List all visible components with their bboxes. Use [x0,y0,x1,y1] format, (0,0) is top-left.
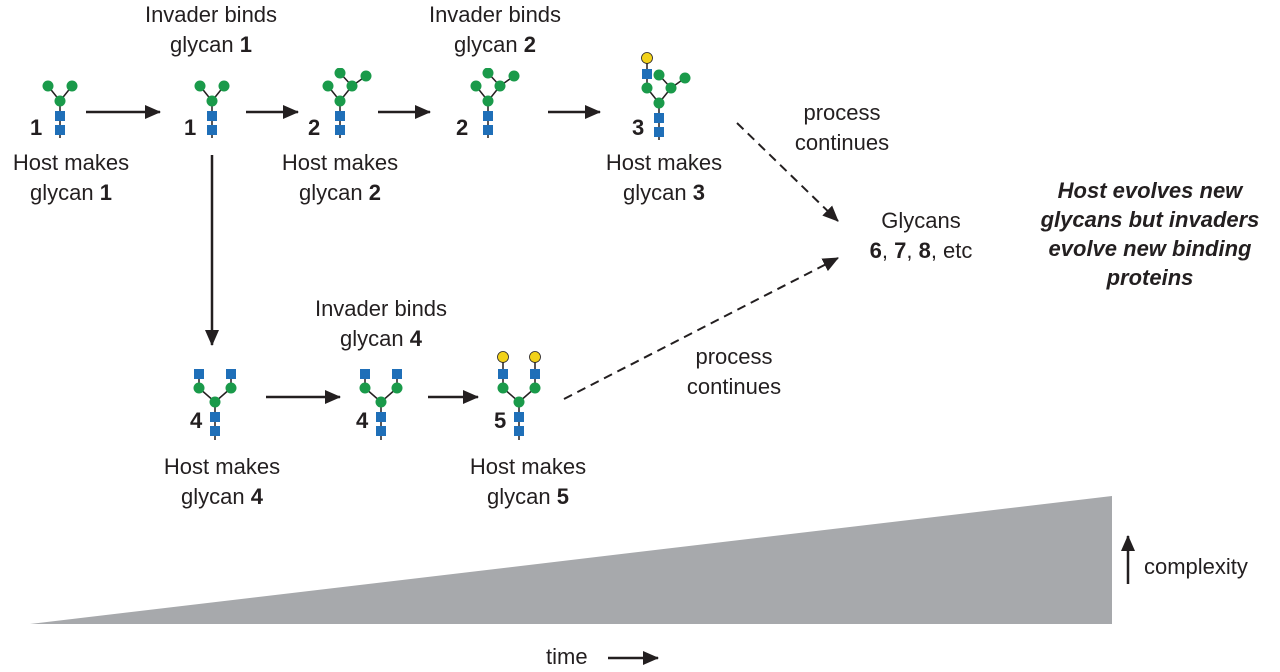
glycan-structure-1-invader [194,80,230,138]
glycan-number-3-host: 3 [632,115,645,140]
glycan-number-2-invader: 2 [456,115,469,140]
glycan-number-4-invader: 4 [356,408,369,433]
label-process-continues-bottom: process continues [686,344,782,399]
label-host-makes-glycan-3: Host makes glycan 3 [605,150,723,205]
glycan-structure-4-host [193,369,237,440]
glycan-structure-2-host [322,68,372,138]
complexity-ramp [30,496,1112,624]
glycan-number-1-host: 1 [30,115,43,140]
complexity-axis-label: complexity [1144,554,1248,579]
dashed-arrow-bottom [563,257,839,400]
label-host-makes-glycan-4: Host makes glycan 4 [163,454,281,509]
glycan-structure-1-host [42,80,78,138]
summary-statement: Host evolves new glycans but invaders ev… [1040,178,1260,290]
label-process-continues-top: process continues [794,100,890,155]
label-glycans-6-7-8-etc: Glycans 6, 7, 8, etc [869,208,973,263]
glycan-structure-4-invader [359,369,403,440]
glycan-number-1-invader: 1 [184,115,197,140]
glycan-structure-2-invader [470,68,520,138]
label-invader-binds-glycan-4: Invader binds glycan 4 [314,296,448,351]
glycan-structure-5-host [497,351,541,440]
glycan-structure-3-host [641,52,691,140]
label-host-makes-glycan-2: Host makes glycan 2 [281,150,399,205]
glycan-number-4-host: 4 [190,408,203,433]
label-invader-binds-glycan-1: Invader binds glycan 1 [144,2,278,57]
label-invader-binds-glycan-2: Invader binds glycan 2 [428,2,562,57]
time-axis-label: time [546,644,588,669]
label-host-makes-glycan-5: Host makes glycan 5 [469,454,587,509]
glycan-number-5-host: 5 [494,408,507,433]
glycan-number-2-host: 2 [308,115,321,140]
label-host-makes-glycan-1: Host makes glycan 1 [12,150,130,205]
dashed-arrow-top [736,122,839,222]
